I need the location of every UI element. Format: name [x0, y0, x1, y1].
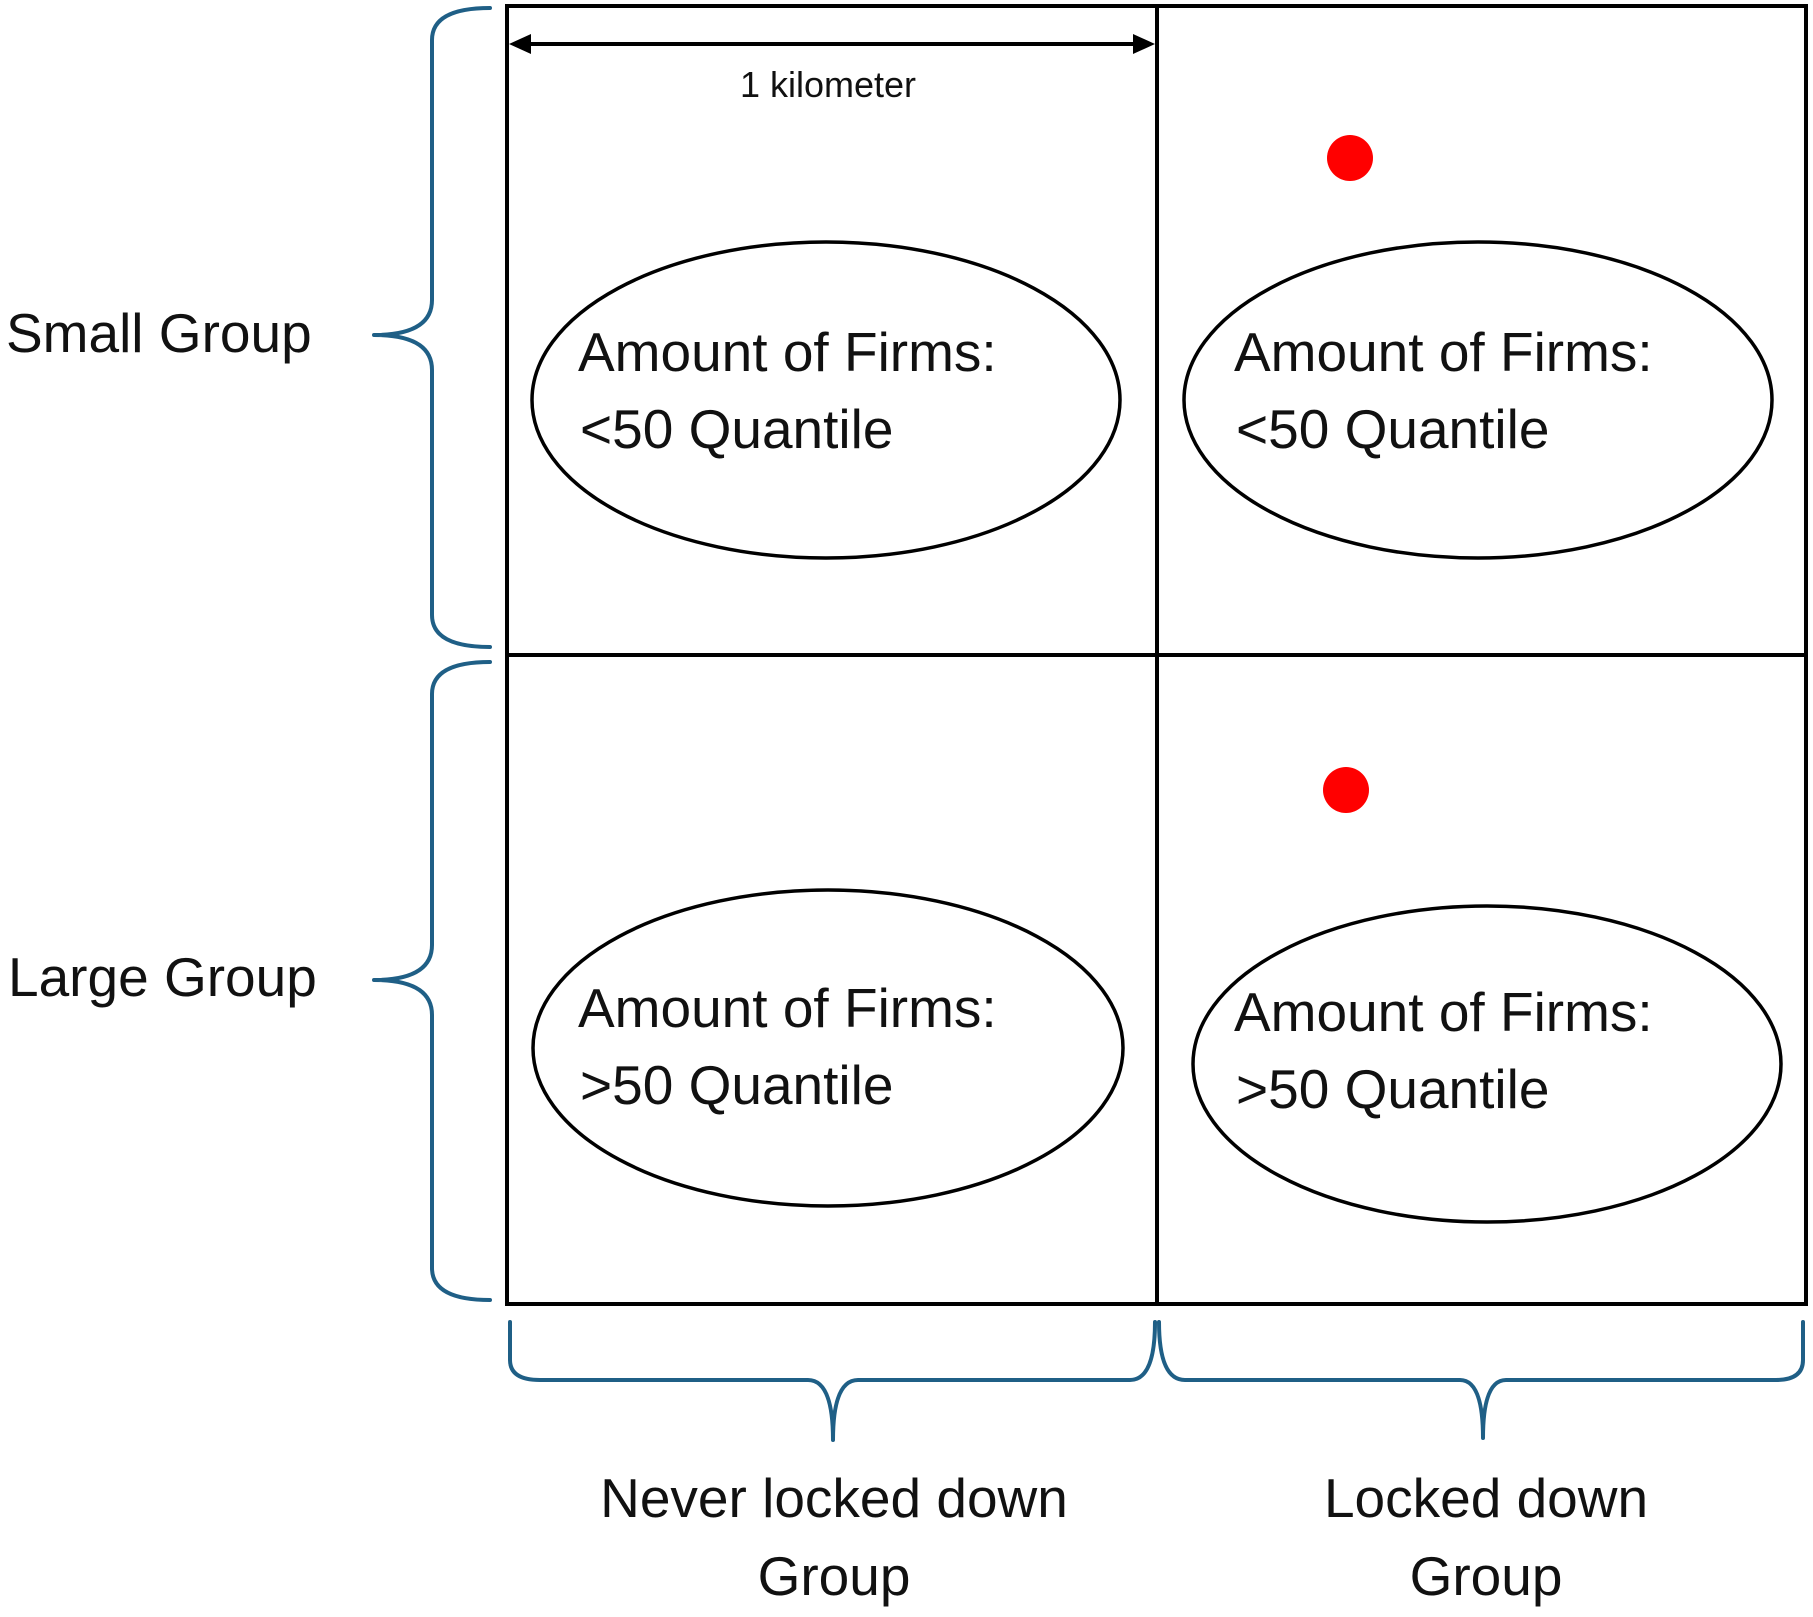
- marker-dot-top-right: [1327, 135, 1373, 181]
- cell-bottom-left-line2: >50 Quantile: [580, 1054, 893, 1116]
- cell-ellipse-bottom-right: [1191, 904, 1783, 1224]
- cell-bottom-left-line1: Amount of Firms:: [578, 977, 997, 1039]
- cell-ellipse-top-left: [530, 240, 1122, 560]
- scale-bar: [509, 34, 1155, 54]
- brace-small-group: [372, 6, 492, 649]
- cell-top-right-line1: Amount of Firms:: [1234, 321, 1653, 383]
- scale-arrowhead-right: [1133, 34, 1155, 54]
- brace-never-locked-down: [508, 1320, 1157, 1442]
- cell-ellipse-bottom-left: [531, 888, 1125, 1208]
- cell-bottom-right-line1: Amount of Firms:: [1234, 981, 1653, 1043]
- brace-locked-down: [1157, 1320, 1805, 1440]
- column-label-never-locked-line2: Group: [758, 1545, 911, 1607]
- cell-top-left-line1: Amount of Firms:: [578, 321, 997, 383]
- scale-arrowhead-left: [509, 34, 531, 54]
- scale-label: 1 kilometer: [740, 64, 916, 105]
- cell-bottom-right-line2: >50 Quantile: [1236, 1058, 1549, 1120]
- brace-large-group: [372, 660, 492, 1302]
- column-label-locked-down-line1: Locked down: [1324, 1467, 1648, 1529]
- row-label-large-group: Large Group: [8, 946, 317, 1008]
- column-label-locked-down-line2: Group: [1410, 1545, 1563, 1607]
- cell-top-right-line2: <50 Quantile: [1236, 398, 1549, 460]
- row-label-small-group: Small Group: [6, 302, 312, 364]
- cell-ellipse-top-right: [1182, 240, 1774, 560]
- cell-top-left-line2: <50 Quantile: [580, 398, 893, 460]
- column-label-never-locked-line1: Never locked down: [600, 1467, 1068, 1529]
- marker-dot-bottom-right: [1323, 767, 1369, 813]
